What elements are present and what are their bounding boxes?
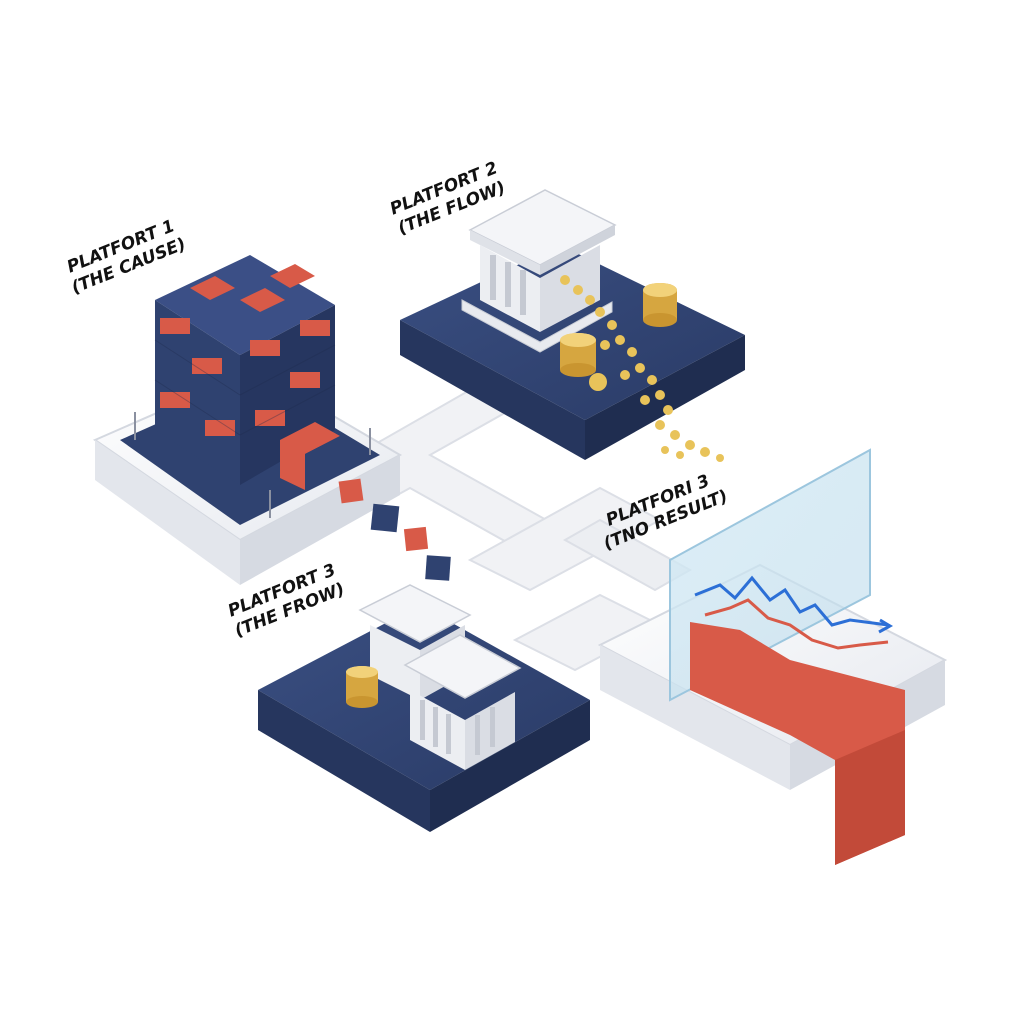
gold-coins-icon (560, 275, 724, 462)
walkway-paths (328, 388, 693, 672)
bank-building-icon (358, 584, 522, 770)
bank-building-icon (461, 189, 617, 353)
gold-coins-icon (346, 666, 378, 708)
shipping-containers-icon (154, 255, 340, 490)
falling-boxes (338, 478, 451, 581)
red-ribbon-icon (690, 622, 905, 865)
